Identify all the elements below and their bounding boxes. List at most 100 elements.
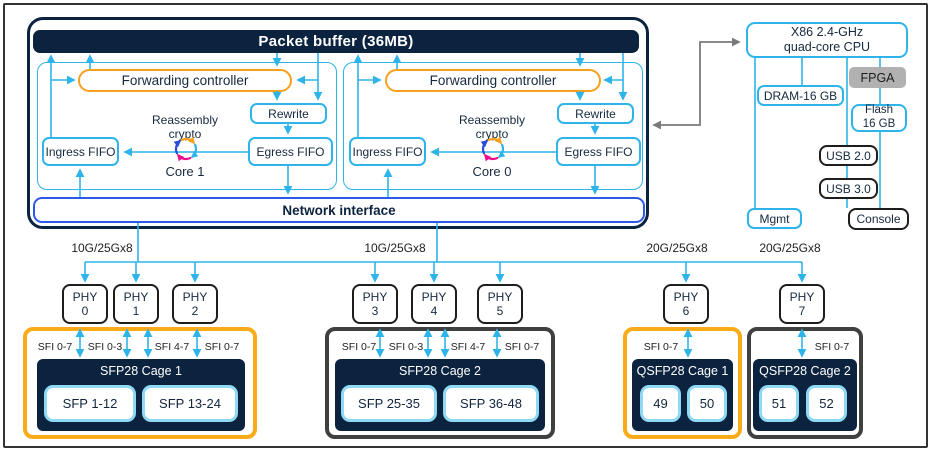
port-group-sfp-36-48: SFP 36-48 [443, 385, 539, 422]
port-text: 52 [819, 396, 834, 411]
core-0-block [343, 62, 643, 190]
flash-line1: Flash [864, 104, 894, 117]
sfi-label: SFI 0-7 [198, 340, 246, 353]
phy-1-num: 1 [132, 304, 140, 318]
port-text: SFP 1-12 [62, 396, 118, 411]
console-box: Console [848, 208, 909, 230]
sfp28-cage-1-outline [23, 327, 257, 439]
sfi-label: SFI 0-7 [30, 340, 80, 353]
cpu-line2: quad-core CPU [783, 40, 871, 54]
phy-1-name: PHY [123, 289, 149, 304]
phy-5-num: 5 [496, 304, 504, 318]
port-text: 51 [771, 396, 787, 411]
cage-title: SFP28 Cage 2 [335, 359, 545, 383]
link-speed-label-4: 20G/25Gx8 [751, 240, 829, 255]
phy-2-num: 2 [191, 304, 199, 318]
port-group-sfp-1-12: SFP 1-12 [44, 385, 136, 422]
sfi-text: SFI 0-7 [37, 340, 73, 353]
sfi-text: SFI 4-7 [154, 340, 190, 353]
sfi-text: SFI 0-3 [388, 340, 424, 353]
port-52: 52 [806, 385, 847, 422]
phy-3-num: 3 [371, 304, 379, 318]
packet-buffer-label: Packet buffer (36MB) [258, 33, 414, 50]
forwarding-controller-1: Forwarding controller [78, 69, 292, 92]
flash-line2: 16 GB [862, 118, 896, 130]
link-speed-label-2: 10G/25Gx8 [356, 240, 434, 255]
sfi-text: SFI 0-7 [643, 340, 679, 353]
sfi-text: SFI 4-7 [450, 340, 486, 353]
sfi-text: SFI 0-7 [814, 340, 850, 353]
port-text: SFP 13-24 [159, 396, 221, 411]
packet-buffer-bar: Packet buffer (36MB) [33, 30, 639, 53]
ingress-fifo-1: Ingress FIFO [42, 137, 119, 166]
rewrite-box-1: Rewrite [250, 103, 327, 124]
phy-5-name: PHY [487, 289, 513, 304]
cage-title: QSFP28 Cage 2 [753, 359, 857, 383]
rewrite-box-0: Rewrite [557, 103, 634, 124]
mgmt-box: Mgmt [747, 208, 802, 229]
phy-3-name: PHY [362, 289, 388, 304]
link-speed-1-text: 10G/25Gx8 [71, 240, 133, 255]
flash-box: Flash 16 GB [851, 104, 907, 132]
sfi-label: SFI 4-7 [443, 340, 493, 353]
phy-4-num: 4 [430, 304, 438, 318]
figure-frame [3, 3, 928, 448]
phy-0-num: 0 [81, 304, 89, 318]
usb2-label: USB 2.0 [826, 148, 871, 163]
sfi-text: SFI 0-7 [204, 340, 240, 353]
core-0-label: Core 0 [457, 162, 527, 180]
sfi-label: SFI 0-7 [498, 340, 546, 353]
sfi-text: SFI 0-7 [504, 340, 540, 353]
core-0-text: Core 0 [472, 163, 512, 179]
core-1-text: Core 1 [165, 163, 205, 179]
cage-title: SFP28 Cage 1 [37, 359, 245, 383]
port-text: SFP 36-48 [460, 396, 522, 411]
usb3-box: USB 3.0 [819, 178, 878, 199]
phy-2-name: PHY [182, 289, 208, 304]
sfi-label: SFI 0-7 [808, 340, 856, 353]
usb2-box: USB 2.0 [819, 145, 878, 166]
sfi-label: SFI 0-7 [637, 340, 685, 353]
sfi-label: SFI 0-3 [381, 340, 431, 353]
sfi-text: SFI 0-7 [341, 340, 377, 353]
sfi-label: SFI 0-3 [80, 340, 130, 353]
cage-title-text: QSFP28 Cage 2 [759, 364, 851, 378]
sfp28-cage-2-outline [325, 327, 555, 439]
forwarding-controller-0: Forwarding controller [385, 69, 601, 92]
cage-title-text: SFP28 Cage 1 [100, 364, 182, 378]
cpu-line1: X86 2.4-GHz [790, 25, 864, 40]
link-speed-label-1: 10G/25Gx8 [63, 240, 141, 255]
network-interface-bar: Network interface [33, 197, 645, 223]
phy-7-name: PHY [789, 289, 815, 304]
ingress-fifo-1-label: Ingress FIFO [45, 144, 116, 159]
rewrite-0-label: Rewrite [575, 106, 616, 121]
link-speed-4-text: 20G/25Gx8 [759, 240, 821, 255]
forwarding-controller-1-label: Forwarding controller [121, 73, 249, 88]
egress-fifo-1: Egress FIFO [248, 137, 333, 166]
reassembly-1-line1: Reassembly [151, 112, 219, 127]
port-51: 51 [759, 385, 799, 422]
port-group-sfp-13-24: SFP 13-24 [142, 385, 238, 422]
port-49: 49 [640, 385, 681, 422]
port-50: 50 [687, 385, 727, 422]
egress-fifo-0: Egress FIFO [556, 137, 641, 166]
reassembly-crypto-label-0: Reassembly crypto [442, 112, 542, 142]
rewrite-1-label: Rewrite [268, 106, 309, 121]
phy-4-name: PHY [421, 289, 447, 304]
phy-6-name: PHY [673, 289, 699, 304]
phy-7-num: 7 [798, 304, 806, 318]
core-1-label: Core 1 [150, 162, 220, 180]
cpu-box: X86 2.4-GHz quad-core CPU [746, 22, 908, 58]
sfi-label: SFI 4-7 [147, 340, 197, 353]
link-speed-2-text: 10G/25Gx8 [364, 240, 426, 255]
dram-box: DRAM-16 GB [757, 85, 844, 106]
port-group-sfp-25-35: SFP 25-35 [341, 385, 437, 422]
egress-fifo-1-label: Egress FIFO [256, 144, 325, 159]
